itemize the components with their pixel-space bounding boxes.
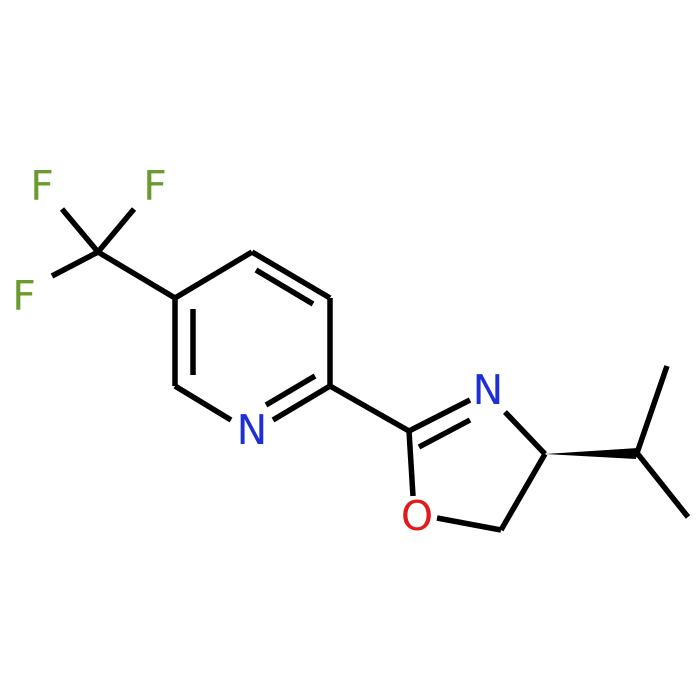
atom-label-n-oxazoline: N (473, 366, 504, 414)
bond-n3-c4 (503, 410, 547, 456)
atom-label-n-pyridine: N (237, 406, 268, 454)
bond-n1-c6 (173, 383, 233, 423)
bond-c4-c5 (498, 452, 548, 532)
bond-c2-n1-inner (264, 373, 317, 408)
bond-o1-c2ox (406, 430, 416, 497)
bond-cf3-c-f2 (95, 207, 137, 254)
bond-c5-o1 (436, 515, 502, 533)
bond-c5-c4 (173, 249, 254, 301)
bond-c2ox-n3-inner (417, 417, 472, 450)
bond-cf3-c-f1 (59, 207, 101, 254)
atom-label-o-oxazoline: O (401, 492, 433, 540)
bond-c4-c3 (250, 249, 332, 301)
wedge-bond-stereo (545, 448, 638, 459)
bond-ipr-ch-me1 (634, 365, 670, 454)
atom-label-f2: F (143, 162, 167, 210)
atom-label-f1: F (30, 162, 54, 210)
bond-cf3-c-f3 (50, 249, 100, 279)
bond-cf3-c-ring (96, 249, 177, 301)
bond-c2-n1 (271, 383, 332, 423)
bond-pyridine-oxazoline (328, 383, 411, 434)
bond-c2ox-n3 (407, 397, 472, 434)
bond-c4-c3-inner (254, 267, 315, 307)
bond-ipr-ch-me2 (634, 451, 691, 519)
atom-label-f3: F (12, 272, 36, 320)
